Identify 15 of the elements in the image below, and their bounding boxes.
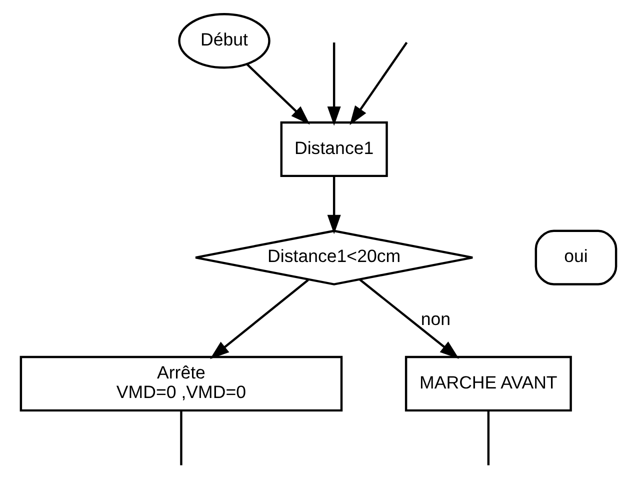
arrow	[326, 42, 340, 126]
arrow	[209, 279, 308, 360]
arrow	[246, 63, 310, 125]
node-diamond: Distance1<20cm	[194, 230, 474, 286]
arrow	[358, 278, 459, 359]
connector	[486, 410, 490, 466]
node-box: Distance1	[280, 121, 388, 178]
node-box: oui	[534, 230, 617, 286]
connector	[180, 410, 182, 466]
arrow	[349, 42, 408, 126]
arrow	[326, 176, 340, 234]
node-box: Arrête VMD=0 ,VMD=0	[19, 356, 342, 412]
edge-label: non	[420, 309, 450, 330]
node-box: MARCHE AVANT	[404, 356, 572, 412]
node-ellipse: Début	[178, 13, 270, 69]
